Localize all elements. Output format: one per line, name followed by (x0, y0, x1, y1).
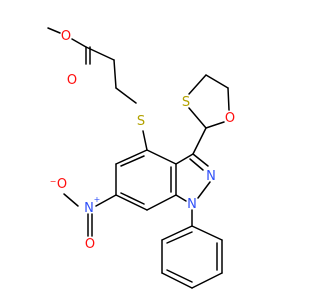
bond-methyl-oxygen (47, 27, 61, 34)
nitro-group-bonds (63, 193, 117, 237)
bond-nitro-n-o-minus (63, 193, 79, 207)
bond-ph-1-2 (191, 225, 223, 241)
bond-c3-ring-carbon (192, 127, 207, 155)
structure-drawing: O O S S O N N N + O − O (47, 27, 235, 289)
ring-oxygen-label: O (225, 111, 235, 126)
bond-ph-3-4 (191, 272, 223, 289)
nitro-nitrogen-label: N (84, 201, 94, 216)
bond-c3-n2-a (192, 153, 209, 167)
pyrazole-ring-bonds (175, 153, 211, 202)
nitro-oxygen-charge: − (50, 177, 57, 186)
bond-ch2-sulfur (115, 87, 137, 104)
bond-oxygen-carbonyl-carbon (71, 38, 87, 48)
bond-sulfur-ch2 (188, 74, 207, 95)
bond-c3a-c3 (175, 153, 194, 165)
bond-ph-4-5 (161, 272, 193, 289)
bond-n2-n1 (197, 181, 211, 199)
bond-c6-nitro-n (95, 194, 117, 207)
thioether-sulfur-label: S (137, 114, 145, 129)
bond-oxygen-ring-carbon (205, 121, 225, 129)
ester-chain-bonds (47, 27, 137, 104)
bond-ch2-oxygen (227, 87, 230, 111)
phenyl-ring-bonds (161, 209, 223, 289)
bond-ph-4-5-inner (166, 269, 193, 283)
molecule-structure: O O S S O N N N + O − O (47, 27, 235, 289)
bond-ring-carbon-sulfur (188, 107, 207, 129)
bond-n1-c7a (175, 194, 187, 202)
bond-ph-6-1 (161, 225, 193, 241)
bond-c3a-c4 (146, 149, 177, 165)
bond-ch2-ch2 (113, 59, 117, 89)
bond-c3-n2-b (189, 158, 204, 171)
bond-c4-c5-inner (120, 155, 145, 167)
bond-c6-c7-inner (120, 192, 145, 205)
bond-c7-c7a (146, 194, 177, 211)
dithiolane-sulfur-label: S (182, 95, 190, 110)
bond-ph-6-1-inner (166, 231, 193, 244)
carbonyl-oxygen-label: O (67, 73, 77, 88)
bond-carbonyl-ch2 (85, 46, 115, 61)
pyrazole-n2-label: N (206, 169, 216, 184)
bond-c4-c5 (115, 149, 148, 165)
bond-ch2-ch2-ring (205, 74, 229, 89)
oxathiolane-ring-bonds (188, 74, 230, 155)
nitro-nitrogen-charge: + (94, 195, 101, 204)
bond-c6-c7 (115, 194, 148, 211)
nitro-oxygen-lower-label: O (85, 237, 95, 252)
pyrazole-n1-label: N (187, 197, 197, 212)
bond-sulfur-c4 (142, 130, 148, 151)
ester-oxygen-label: O (61, 29, 71, 44)
indazole-benzene-ring-bonds (115, 149, 177, 211)
nitro-oxygen-label: O (57, 177, 67, 192)
